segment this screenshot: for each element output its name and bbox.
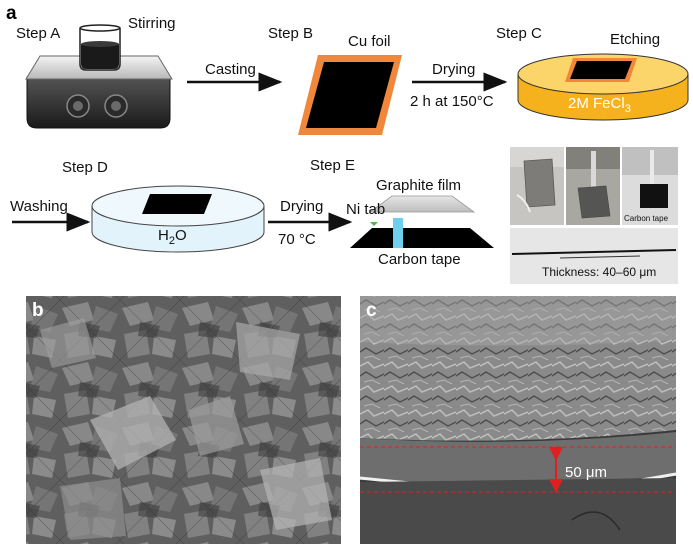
step-c-group: Step C Etching 2M FeCl3 xyxy=(496,25,689,121)
panel-label-c: c xyxy=(366,300,377,321)
step-b-note: Cu foil xyxy=(348,33,391,50)
step-a-group: Step A Stirring xyxy=(16,15,176,129)
fecl3-label-sub: 3 xyxy=(625,103,631,115)
sem-cross-section: 50 μm c xyxy=(359,296,677,544)
photo-thickness: Thickness: 40–60 μm xyxy=(510,228,678,284)
step-e-title: Step E xyxy=(310,157,355,174)
water-label-main: H xyxy=(158,227,169,244)
graphite-film-shape xyxy=(368,195,476,213)
step-c-title: Step C xyxy=(496,25,542,42)
panel-label-b: b xyxy=(32,300,44,321)
photo-carbon-tape: Carbon tape xyxy=(622,147,678,225)
step-d-title: Step D xyxy=(62,159,108,176)
photo-carbon-tape-label: Carbon tape xyxy=(624,214,669,223)
water-label: H2O xyxy=(158,227,187,247)
arrow-drying-1-condition: 2 h at 150°C xyxy=(410,93,494,110)
water-label-tail: O xyxy=(175,227,187,244)
arrow-drying-1-label: Drying xyxy=(432,61,475,78)
graphite-film-label: Graphite film xyxy=(376,177,461,194)
ni-tab-green-marker xyxy=(370,222,378,226)
photo-grid: Carbon tape Thickness: 40–60 μm xyxy=(510,147,678,284)
photo-tab-attached xyxy=(566,147,620,225)
step-e-group: Step E Graphite film Ni tab Carbon tape xyxy=(310,157,494,268)
step-c-note: Etching xyxy=(610,31,660,48)
ni-tab-label: Ni tab xyxy=(346,201,385,218)
step-a-title: Step A xyxy=(16,25,60,42)
carbon-tape-shape xyxy=(350,228,494,248)
water-label-sub: 2 xyxy=(169,235,175,247)
arrow-casting-label: Casting xyxy=(205,61,256,78)
fecl3-label: 2M FeCl3 xyxy=(568,95,631,115)
carbon-tape-label: Carbon tape xyxy=(378,251,461,268)
arrow-drying-2-label: Drying xyxy=(280,198,323,215)
arrow-washing-label: Washing xyxy=(10,198,68,215)
etching-dish-icon xyxy=(517,53,689,121)
fecl3-label-main: 2M FeCl xyxy=(568,95,625,112)
step-a-note: Stirring xyxy=(128,15,176,32)
sem-top-view: b xyxy=(26,296,341,544)
photo-thickness-label: Thickness: 40–60 μm xyxy=(542,265,656,279)
cast-slurry-shape xyxy=(306,62,394,128)
arrow-drying-2-condition: 70 °C xyxy=(278,231,316,248)
step-d-group: H2O xyxy=(91,185,265,253)
scale-label: 50 μm xyxy=(565,464,607,481)
step-b-title: Step B xyxy=(268,25,313,42)
panel-label-a: a xyxy=(6,3,17,24)
step-b-group: Step B Cu foil xyxy=(268,25,402,135)
photo-film xyxy=(510,147,564,225)
water-dish-icon xyxy=(91,185,265,253)
beaker-icon xyxy=(79,24,121,71)
ni-tab-shape xyxy=(393,218,403,248)
hot-plate-stirrer-icon xyxy=(25,55,173,129)
